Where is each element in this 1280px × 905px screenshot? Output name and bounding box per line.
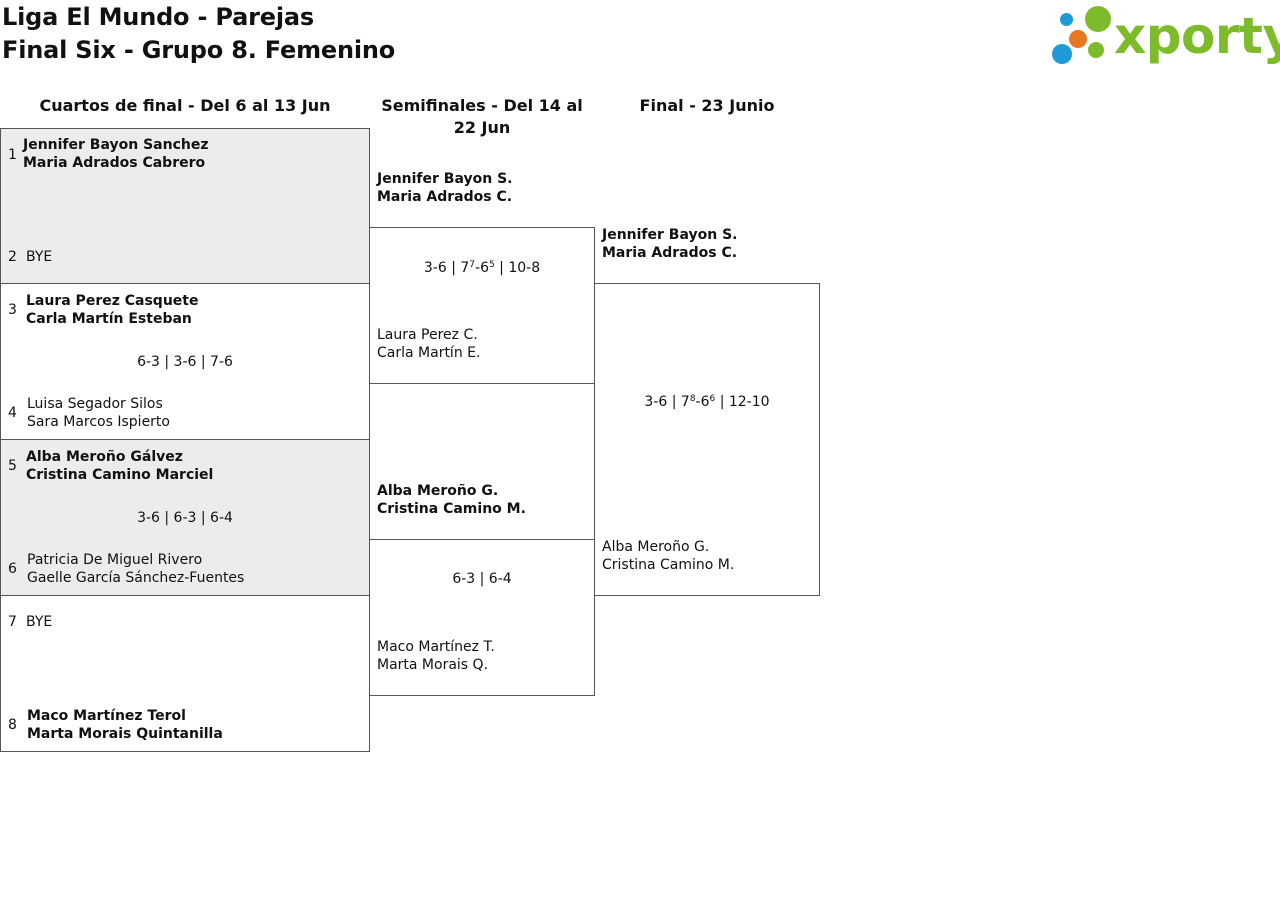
seed-number: 3 [8,302,17,318]
quarterfinal-match-1[interactable]: 1 Jennifer Bayon Sanchez Maria Adrados C… [0,128,370,284]
final-pair-top[interactable]: Jennifer Bayon S. Maria Adrados C. [602,226,737,262]
tiebreak-score: 6 [709,394,716,404]
xporty-logo[interactable]: xporty [1050,4,1280,68]
logo-dot-green-small-icon [1088,42,1104,58]
pair-bottom[interactable]: Luisa Segador Silos Sara Marcos Ispierto [27,395,170,431]
player-name: Gaelle García Sánchez-Fuentes [27,570,245,586]
player-name: Carla Martín Esteban [26,311,192,327]
player-name: Maco Martínez T. [377,639,495,655]
round-header-final: Final - 23 Junio [639,96,775,115]
pair-bottom[interactable]: Maco Martínez Terol Marta Morais Quintan… [27,707,223,743]
pair-bottom: BYE [26,248,52,266]
pair-top[interactable]: Laura Perez Casquete Carla Martín Esteba… [26,292,198,328]
seed-number: 6 [8,561,17,577]
semifinal-1-pair-bottom[interactable]: Laura Perez C. Carla Martín E. [377,326,480,362]
player-name: Carla Martín E. [377,345,481,361]
match-score: 3-6 | 77-65 | 10-8 [370,259,594,277]
logo-dot-blue-small-icon [1060,13,1073,26]
score-part: 3-6 | 7 [423,260,470,276]
player-name: Laura Perez C. [377,327,478,343]
score-part: -6 [695,394,710,410]
seed-number: 5 [8,458,17,474]
logo-wordmark: xporty [1114,7,1280,65]
logo-dot-blue-icon [1052,44,1072,64]
player-name: Alba Meroño G. [377,483,499,499]
player-name: Alba Meroño G. [602,539,710,555]
semifinal-1-pair-top[interactable]: Jennifer Bayon S. Maria Adrados C. [377,170,512,206]
page-title: Liga El Mundo - Parejas [2,3,314,31]
seed-number: 8 [8,717,17,733]
player-name: Sara Marcos Ispierto [27,414,170,430]
pair-top[interactable]: Jennifer Bayon Sanchez Maria Adrados Cab… [23,136,208,172]
player-name: Jennifer Bayon Sanchez [23,137,209,153]
pair-bottom[interactable]: Patricia De Miguel Rivero Gaelle García … [27,551,244,587]
round-header-quarterfinals: Cuartos de final - Del 6 al 13 Jun [39,96,331,115]
seed-number: 1 [8,147,17,163]
player-name: Cristina Camino M. [377,501,526,517]
quarterfinal-match-4[interactable]: 7 BYE 8 Maco Martínez Terol Marta Morais… [0,595,370,752]
tiebreak-score: 5 [488,260,495,270]
logo-dot-orange-icon [1069,30,1087,48]
semifinal-2-pair-bottom[interactable]: Maco Martínez T. Marta Morais Q. [377,638,495,674]
player-name: Marta Morais Quintanilla [27,726,223,742]
tiebreak-score: 7 [469,260,476,270]
player-name: Maria Adrados Cabrero [23,155,206,171]
final-match[interactable]: 3-6 | 78-66 | 12-10 Alba Meroño G. Crist… [594,283,820,596]
quarterfinal-match-2[interactable]: 3 Laura Perez Casquete Carla Martín Este… [0,283,370,440]
score-part: | 10-8 [494,260,541,276]
seed-number: 7 [8,614,17,630]
logo-dot-green-icon [1085,6,1111,32]
player-name: Alba Meroño Gálvez [26,449,183,465]
player-name: Cristina Camino M. [602,557,735,573]
player-name: Luisa Segador Silos [27,396,163,412]
seed-number: 2 [8,249,17,265]
round-header-semifinals: Semifinales - Del 14 al 22 Jun [381,96,583,137]
score-part: 3-6 | 7 [644,394,690,410]
match-score: 3-6 | 78-66 | 12-10 [595,393,819,411]
player-name: Laura Perez Casquete [26,293,199,309]
match-score: 3-6 | 6-3 | 6-4 [137,510,233,526]
player-name: Jennifer Bayon S. [602,227,738,243]
player-name: Marta Morais Q. [377,657,489,673]
player-name: Cristina Camino Marciel [26,467,214,483]
page-subtitle: Final Six - Grupo 8. Femenino [2,36,396,64]
pair-top: BYE [26,613,52,631]
match-score: 6-3 | 6-4 [452,571,512,587]
player-name: BYE [26,614,53,630]
score-part: | 12-10 [715,394,770,410]
semifinal-match-2[interactable]: 6-3 | 6-4 Maco Martínez T. Marta Morais … [369,539,595,696]
player-name: Maria Adrados C. [377,189,513,205]
player-name: Jennifer Bayon S. [377,171,513,187]
match-score: 6-3 | 3-6 | 7-6 [137,354,233,370]
player-name: Maco Martínez Terol [27,708,186,724]
pair-top[interactable]: Alba Meroño Gálvez Cristina Camino Marci… [26,448,213,484]
final-pair-bottom[interactable]: Alba Meroño G. Cristina Camino M. [602,538,734,574]
player-name: Patricia De Miguel Rivero [27,552,203,568]
quarterfinal-match-3[interactable]: 5 Alba Meroño Gálvez Cristina Camino Mar… [0,439,370,596]
semifinal-2-pair-top[interactable]: Alba Meroño G. Cristina Camino M. [377,482,526,518]
player-name: Maria Adrados C. [602,245,738,261]
tiebreak-score: 8 [689,394,696,404]
semifinal-match-1[interactable]: 3-6 | 77-65 | 10-8 Laura Perez C. Carla … [369,227,595,384]
seed-number: 4 [8,405,17,421]
score-part: -6 [475,260,489,276]
player-name: BYE [26,249,53,265]
